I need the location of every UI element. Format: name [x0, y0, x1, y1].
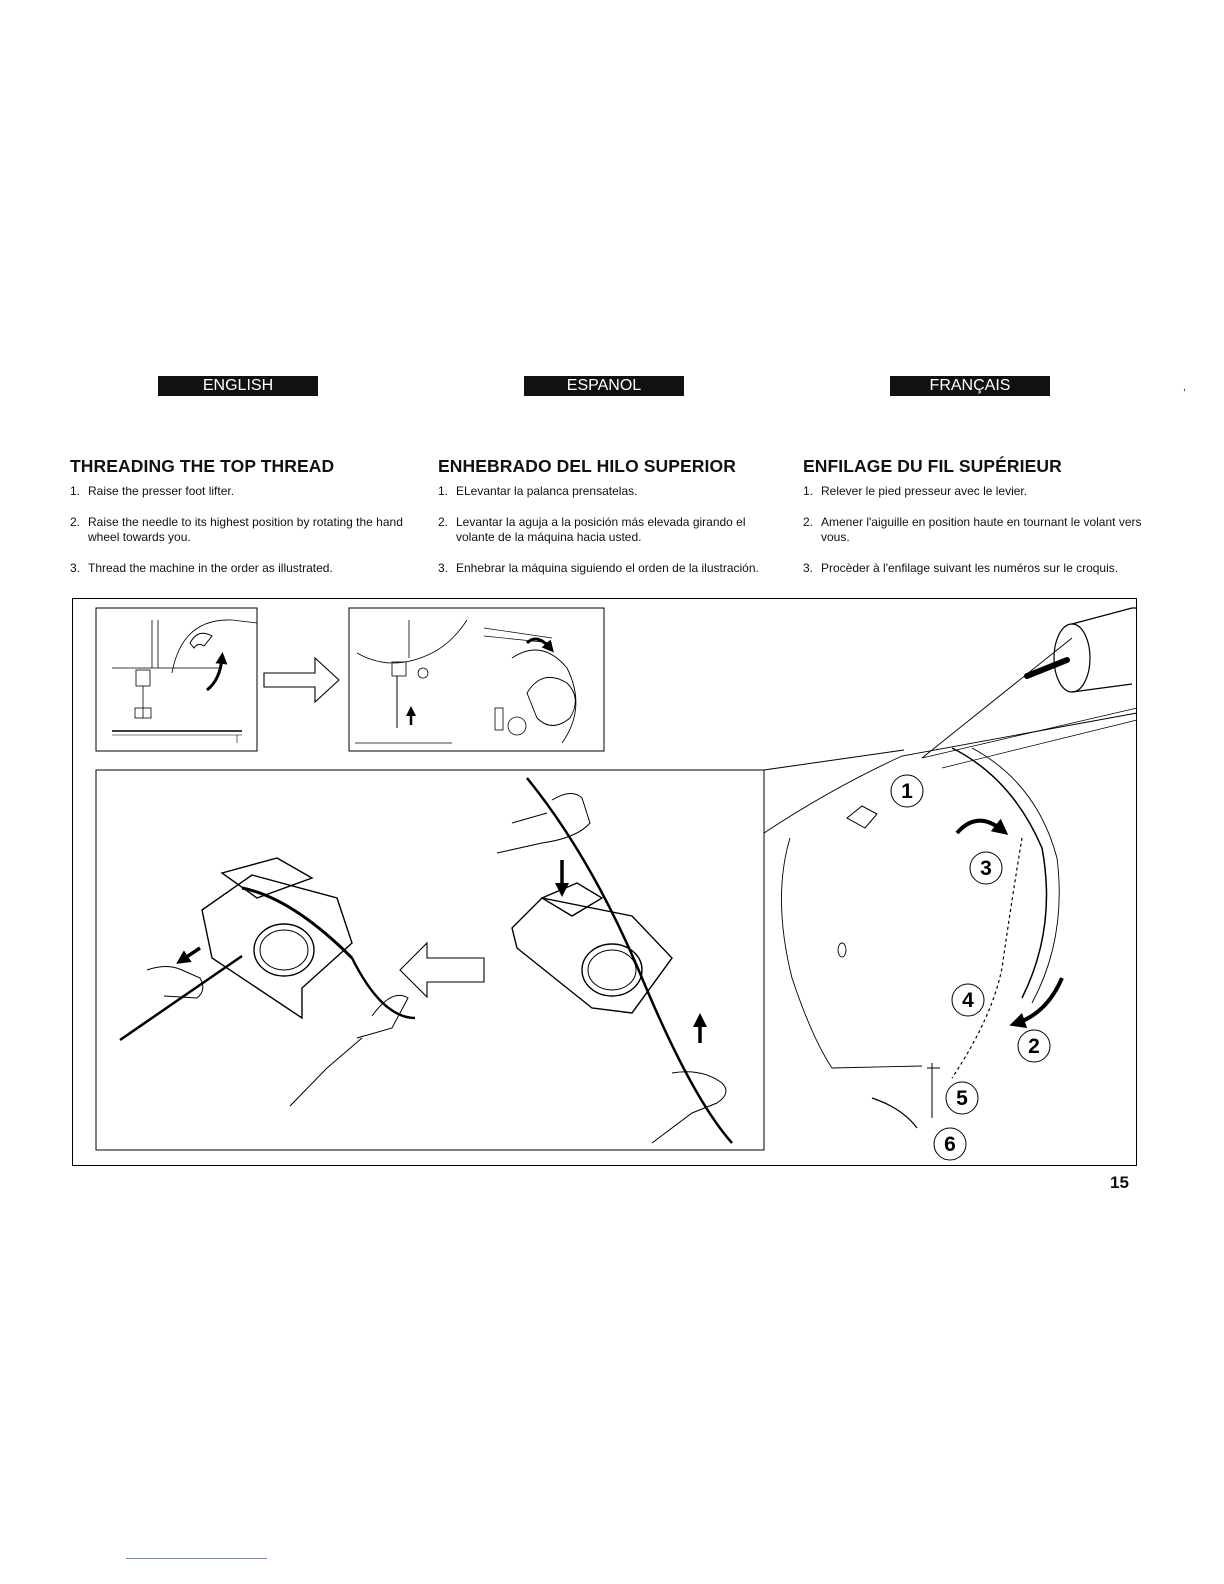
french-steps: 1.Relever le pied presseur avec le levie…	[803, 484, 1148, 576]
list-item: 1.ELevantar la palanca prensatelas.	[438, 484, 783, 499]
stray-mark: ,	[1183, 382, 1186, 393]
list-item: 2.Raise the needle to its highest positi…	[70, 515, 415, 545]
list-item: 2.Amener l'aiguille en position haute en…	[803, 515, 1148, 545]
callout-1: 1	[891, 775, 923, 807]
callout-6: 6	[934, 1128, 966, 1160]
threading-illustration: 1 2 3 4 5 6	[72, 598, 1138, 1167]
previous-step-arrow-icon	[400, 943, 484, 997]
list-item: 1.Raise the presser foot lifter.	[70, 484, 415, 499]
callout-2: 2	[1018, 1030, 1050, 1062]
english-heading: THREADING THE TOP THREAD	[70, 456, 415, 477]
hand-wheel-inset	[349, 608, 604, 751]
callout-3: 3	[970, 852, 1002, 884]
list-item: 2.Levantar la aguja a la posición más el…	[438, 515, 783, 545]
next-step-arrow-icon	[264, 658, 339, 702]
callout-label: 5	[956, 1087, 968, 1110]
callout-label: 2	[1028, 1035, 1040, 1058]
presser-foot-inset	[96, 608, 257, 751]
list-item: 1.Relever le pied presseur avec le levie…	[803, 484, 1148, 499]
page-number: 15	[1110, 1173, 1129, 1193]
list-item: 3.Procèder à l'enfilage suivant les numé…	[803, 561, 1148, 576]
callouts: 1 2 3 4 5 6	[891, 775, 1050, 1160]
take-up-lever-inset	[96, 750, 904, 1150]
callout-5: 5	[946, 1082, 978, 1114]
spanish-column: ENHEBRADO DEL HILO SUPERIOR 1.ELevantar …	[438, 456, 783, 592]
french-heading: ENFILAGE DU FIL SUPÉRIEUR	[803, 456, 1148, 477]
machine-head	[764, 608, 1137, 1128]
callout-label: 1	[901, 780, 913, 803]
english-column: THREADING THE TOP THREAD 1.Raise the pre…	[70, 456, 415, 592]
callout-4: 4	[952, 984, 984, 1016]
list-item: 3.Thread the machine in the order as ill…	[70, 561, 415, 576]
callout-label: 6	[944, 1133, 956, 1156]
tab-espanol: ESPANOL	[524, 376, 684, 396]
tab-francais: FRANÇAIS	[890, 376, 1050, 396]
tab-english: ENGLISH	[158, 376, 318, 396]
english-steps: 1.Raise the presser foot lifter. 2.Raise…	[70, 484, 415, 576]
spanish-heading: ENHEBRADO DEL HILO SUPERIOR	[438, 456, 783, 477]
callout-label: 3	[980, 857, 992, 880]
footer-rule	[126, 1558, 267, 1559]
spanish-steps: 1.ELevantar la palanca prensatelas. 2.Le…	[438, 484, 783, 576]
callout-label: 4	[962, 989, 974, 1012]
list-item: 3.Enhebrar la máquina siguiendo el orden…	[438, 561, 783, 576]
french-column: ENFILAGE DU FIL SUPÉRIEUR 1.Relever le p…	[803, 456, 1148, 592]
